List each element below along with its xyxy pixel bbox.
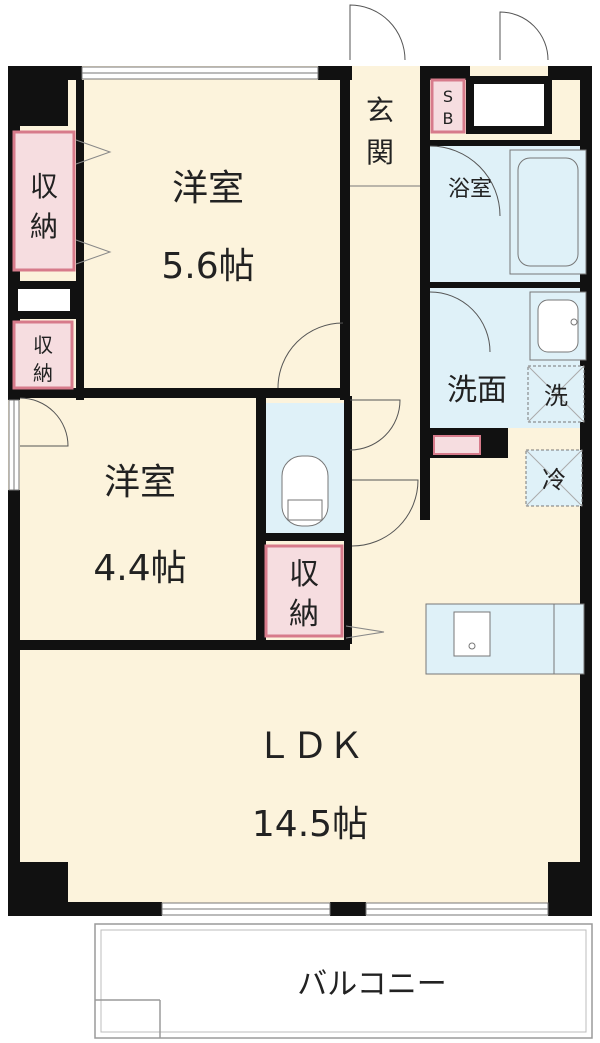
closet-1-label-1: 収 xyxy=(30,170,58,203)
room-size-western-2: 4.4帖 xyxy=(93,548,186,589)
room-size-ldk: 14.5帖 xyxy=(252,804,368,845)
room-size-western-1: 5.6帖 xyxy=(161,246,254,287)
closet-2 xyxy=(12,320,74,390)
balcony xyxy=(94,923,593,1039)
shoe-box-label-1: S xyxy=(443,87,453,106)
wash-basin-icon xyxy=(529,291,587,361)
shoe-box-label-2: B xyxy=(443,109,454,128)
closet-3-label-1: 収 xyxy=(289,557,319,592)
closet-3-label-2: 納 xyxy=(289,597,319,632)
washer-label: 洗 xyxy=(544,382,568,410)
balcony-label: バルコニー xyxy=(297,967,446,1002)
entrance-label-1: 玄 xyxy=(366,94,394,127)
kitchen-counter xyxy=(425,603,585,675)
washroom-label: 洗面 xyxy=(447,373,507,408)
outer-walls xyxy=(8,66,592,916)
toilet-icon xyxy=(281,455,329,527)
bathroom-label: 浴室 xyxy=(448,177,492,202)
closet-2-label-1: 収 xyxy=(33,333,53,357)
interior-walls xyxy=(20,76,590,650)
entrance-label-2: 関 xyxy=(366,136,394,169)
room-name-ldk: ＬＤＫ xyxy=(256,726,364,767)
room-name-western-1: 洋室 xyxy=(172,168,244,209)
washroom-step xyxy=(433,435,481,455)
room-name-western-2: 洋室 xyxy=(104,462,176,503)
niche xyxy=(10,281,78,319)
closet-3 xyxy=(264,544,385,639)
bathtub-icon xyxy=(509,149,587,275)
closet-1 xyxy=(12,130,112,272)
washing-machine-icon xyxy=(527,365,585,423)
fridge-label: 冷 xyxy=(542,466,566,494)
refrigerator-icon xyxy=(525,449,583,507)
door-swings xyxy=(19,4,549,547)
shoe-box xyxy=(430,78,466,134)
entrance-area xyxy=(350,76,420,186)
closet-2-label-2: 納 xyxy=(33,361,53,385)
closet-1-label-2: 納 xyxy=(30,210,58,243)
windows xyxy=(8,66,549,916)
